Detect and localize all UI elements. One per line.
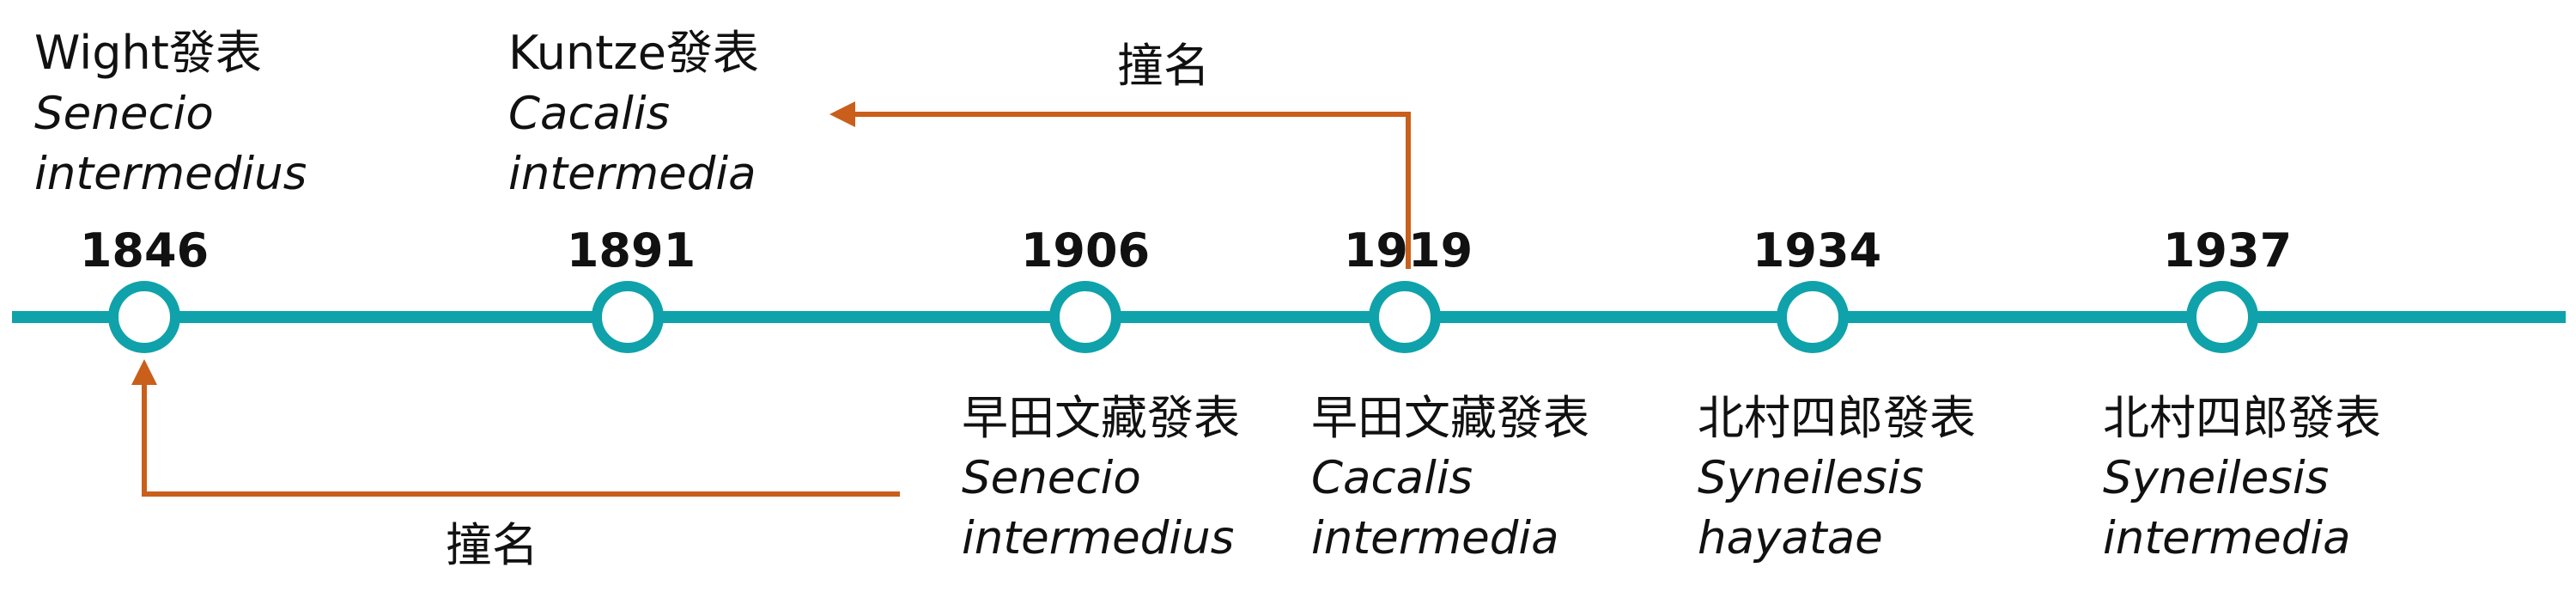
event-1937-genus: Syneilesis bbox=[2103, 452, 2329, 504]
event-1906-genus: Senecio bbox=[962, 452, 1141, 504]
event-1891-genus: Cacalis bbox=[508, 88, 670, 140]
timeline-event-1937: 1937 北村四郎發表 Syneilesis intermedia bbox=[2103, 223, 2381, 564]
event-1846-genus: Senecio bbox=[34, 88, 214, 140]
event-1934-species: hayatae bbox=[1698, 512, 1883, 564]
event-1937-year: 1937 bbox=[2163, 223, 2292, 278]
timeline-event-1919: 1919 早田文藏發表 Cacalis intermedia bbox=[1311, 223, 1589, 564]
event-1891-marker bbox=[592, 281, 664, 353]
homonym-arrow-1906-to-1846 bbox=[131, 359, 900, 497]
event-1934-year: 1934 bbox=[1753, 223, 1881, 278]
event-1937-marker bbox=[2186, 281, 2258, 353]
event-1846-year: 1846 bbox=[80, 223, 209, 278]
event-1919-genus: Cacalis bbox=[1311, 452, 1473, 504]
event-1937-species: intermedia bbox=[2103, 512, 2351, 564]
event-1919-species: intermedia bbox=[1311, 512, 1559, 564]
event-1846-species: intermedius bbox=[34, 148, 307, 200]
event-1891-species: intermedia bbox=[508, 148, 756, 200]
event-1937-author: 北村四郎發表 bbox=[2103, 391, 2381, 445]
event-1846-marker bbox=[108, 281, 180, 353]
homonym-label-bottom: 撞名 bbox=[446, 518, 538, 572]
event-1934-author: 北村四郎發表 bbox=[1698, 391, 1976, 445]
timeline-event-1906: 1906 早田文藏發表 Senecio intermedius bbox=[962, 223, 1240, 564]
event-1934-marker bbox=[1777, 281, 1849, 353]
event-1891-author: Kuntze發表 bbox=[508, 26, 759, 80]
event-1934-genus: Syneilesis bbox=[1698, 452, 1923, 504]
event-1919-author: 早田文藏發表 bbox=[1311, 391, 1589, 445]
event-1906-year: 1906 bbox=[1021, 223, 1150, 278]
timeline-event-1891: Kuntze發表 Cacalis intermedia 1891 bbox=[508, 26, 759, 353]
event-1906-species: intermedius bbox=[962, 512, 1234, 564]
timeline-event-1934: 1934 北村四郎發表 Syneilesis hayatae bbox=[1698, 223, 1976, 564]
event-1906-marker bbox=[1049, 281, 1121, 353]
event-1891-year: 1891 bbox=[567, 223, 696, 278]
homonym-arrow-1919-to-1891 bbox=[829, 101, 1411, 269]
timeline-event-1846: Wight發表 Senecio intermedius 1846 bbox=[34, 26, 307, 353]
event-1919-year: 1919 bbox=[1344, 223, 1473, 278]
homonym-label-top: 撞名 bbox=[1117, 39, 1210, 93]
event-1846-author: Wight發表 bbox=[34, 26, 262, 80]
event-1919-marker bbox=[1369, 281, 1441, 353]
event-1906-author: 早田文藏發表 bbox=[962, 391, 1240, 445]
